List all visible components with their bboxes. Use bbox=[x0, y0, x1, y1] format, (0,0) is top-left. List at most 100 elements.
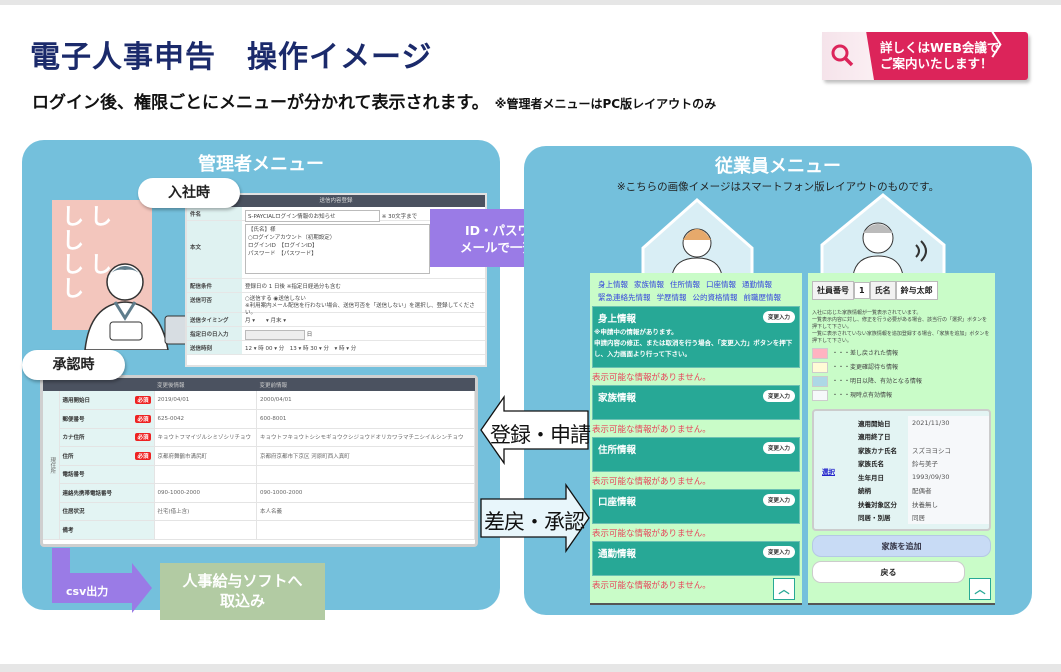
family-value: 2021/11/30 bbox=[908, 416, 989, 430]
emp-no-label: 社員番号 bbox=[812, 281, 854, 300]
send-radio[interactable]: ○送信する ◉送信しない bbox=[245, 296, 306, 302]
select-link[interactable]: 選択 bbox=[822, 468, 835, 476]
day-unit: 日 bbox=[306, 332, 313, 338]
flow-arrows bbox=[480, 395, 590, 554]
add-family-button[interactable]: 家族を追加 bbox=[812, 535, 991, 557]
section-link[interactable]: 学歴情報 bbox=[656, 293, 687, 302]
scroll-top-button[interactable]: ︿ bbox=[773, 578, 795, 600]
table-row: 住居状況社宅(借上含)本人名義 bbox=[43, 502, 476, 521]
change-input-button[interactable]: 変更入力 bbox=[762, 494, 795, 506]
section-link[interactable]: 住所情報 bbox=[670, 280, 700, 289]
timing-select[interactable]: 月 ▾ ▾ 月末 ▾ bbox=[245, 318, 287, 324]
subtitle-text: ログイン後、権限ごとにメニューが分かれて表示されます。 bbox=[32, 93, 489, 113]
family-row: 扶養対象区分扶養無し bbox=[814, 497, 989, 511]
family-field: 家族氏名 bbox=[858, 460, 884, 469]
family-field: 家族カナ氏名 bbox=[858, 446, 897, 455]
row-label-text: 電話番号 bbox=[62, 472, 85, 479]
after-value: 090-1000-2000 bbox=[154, 483, 257, 503]
form-label: 件名 bbox=[187, 207, 242, 220]
family-row: 家族カナ氏名スズヨヨシコ bbox=[814, 443, 989, 457]
row-label: 住所必須 bbox=[59, 446, 155, 466]
section-link[interactable]: 緊急連絡先情報 bbox=[598, 293, 651, 302]
family-value: 配偶者 bbox=[908, 483, 989, 497]
row-label: 備考 bbox=[59, 520, 155, 540]
row-label: 郵便番号 必須 bbox=[59, 409, 155, 429]
payroll-line1: 人事給与ソフトへ bbox=[182, 572, 303, 590]
table-row: 備考 bbox=[43, 520, 476, 540]
emp-name: 鈴与太郎 bbox=[895, 281, 938, 300]
table-row: 電話番号 bbox=[43, 465, 476, 484]
no-info-message: 表示可能な情報がありません。 bbox=[592, 373, 711, 383]
row-label-text: カナ住所 bbox=[62, 435, 85, 442]
change-input-button[interactable]: 変更入力 bbox=[762, 442, 795, 454]
change-input-button[interactable]: 変更入力 bbox=[762, 311, 795, 323]
body-textarea[interactable]: 【氏名】様○ログインアカウント（初期設定）ログインID 【ログインID】パスワー… bbox=[245, 224, 430, 274]
employee-male-illustration bbox=[820, 193, 946, 276]
section-link[interactable]: 口座情報 bbox=[706, 280, 736, 289]
change-input-button[interactable]: 変更入力 bbox=[762, 546, 795, 558]
body-line: パスワード 【パスワード】 bbox=[248, 251, 317, 257]
form-hint: ※利用案内メール配信を行わない場合、送信可否を「送信しない」を選択し、登録してく… bbox=[245, 303, 475, 316]
before-value: 2000/04/01 bbox=[256, 391, 476, 410]
info-card: 通勤情報変更入力 bbox=[592, 541, 800, 576]
legend-label: ・・・現時点有効情報 bbox=[832, 392, 893, 399]
employee-female-illustration bbox=[641, 198, 754, 276]
after-value: 社宅(借上含) bbox=[154, 502, 257, 521]
back-button[interactable]: 戻る bbox=[812, 561, 965, 583]
section-link[interactable]: 家族情報 bbox=[634, 280, 664, 289]
row-label: 連絡先携帯電話番号 bbox=[59, 483, 155, 503]
card-title: 住所情報 bbox=[598, 445, 637, 456]
form-heading: 送信内容登録 bbox=[187, 195, 485, 207]
before-value: 京都府京都市下京区 河原町西入真町 bbox=[256, 446, 476, 466]
legend-item: ・・・差し戻された情報 bbox=[812, 348, 991, 359]
family-value: 扶養無し bbox=[908, 497, 989, 511]
body-line: ○ログインアカウント（初期設定） bbox=[248, 235, 336, 241]
family-field: 続柄 bbox=[858, 487, 871, 496]
after-value: キョウトフマイヅルシミゾシリチョウ bbox=[154, 428, 257, 447]
subject-input[interactable]: S-PAYCIALログイン情報のお知らせ bbox=[245, 210, 380, 222]
after-value bbox=[154, 520, 257, 540]
change-input-button[interactable]: 変更入力 bbox=[762, 390, 795, 402]
no-info-message: 表示可能な情報がありません。 bbox=[592, 581, 711, 591]
payroll-line2: 取込み bbox=[219, 592, 265, 610]
form-label: 配信条件 bbox=[187, 279, 242, 292]
card-title: 口座情報 bbox=[598, 497, 637, 508]
family-row: 続柄 配偶者 bbox=[814, 483, 989, 497]
legend-label: ・・・変更確認待ち情報 bbox=[832, 364, 899, 371]
legend-item: ・・・現時点有効情報 bbox=[812, 390, 991, 401]
side-label: 現住所 bbox=[43, 391, 60, 540]
before-value bbox=[256, 465, 476, 484]
row-label: カナ住所 必須 bbox=[59, 428, 155, 447]
delivery-condition[interactable]: 登録日の 1 日後 ※指定日経過分も含む bbox=[245, 284, 341, 290]
family-field: 同居・別居 bbox=[858, 514, 891, 523]
info-card: 口座情報 変更入力 bbox=[592, 489, 800, 524]
section-link[interactable]: 通勤情報 bbox=[742, 280, 772, 289]
time-select[interactable]: 12 ▾ 時 00 ▾ 分 13 ▾ 時 30 ▾ 分 ▾ 時 ▾ 分 bbox=[245, 346, 357, 352]
form-label: 指定日の日入力 bbox=[187, 327, 242, 340]
web-button-line1: 詳しくはWEB会議で bbox=[880, 40, 1000, 55]
form-label: 送信時刻 bbox=[187, 341, 242, 354]
section-link[interactable]: 身上情報 bbox=[598, 280, 628, 289]
family-value bbox=[908, 429, 989, 443]
section-link[interactable]: 公的資格情報 bbox=[692, 293, 738, 302]
required-badge: 必須 bbox=[135, 414, 151, 423]
scroll-top-button[interactable]: ︿ bbox=[969, 578, 991, 600]
column-header-before: 変更前情報 bbox=[256, 378, 475, 391]
row-label-text: 郵便番号 bbox=[62, 416, 85, 423]
info-card: 家族情報変更入力 bbox=[592, 385, 800, 420]
admin-panel-title: 管理者メニュー bbox=[198, 154, 324, 175]
required-badge: 必須 bbox=[135, 451, 151, 460]
employee-panel-title: 従業員メニュー bbox=[715, 156, 841, 177]
admin-person-illustration bbox=[84, 263, 198, 350]
required-badge: 必須 bbox=[135, 433, 151, 442]
family-row: 家族氏名鈴与美子 bbox=[814, 456, 989, 470]
no-info-message: 表示可能な情報がありません。 bbox=[592, 425, 711, 435]
web-meeting-button[interactable]: 詳しくはWEB会議でご案内いたします！ 〉 bbox=[822, 32, 1028, 80]
section-link[interactable]: 前職歴情報 bbox=[743, 293, 782, 302]
card-title: 身上情報 bbox=[598, 314, 637, 325]
